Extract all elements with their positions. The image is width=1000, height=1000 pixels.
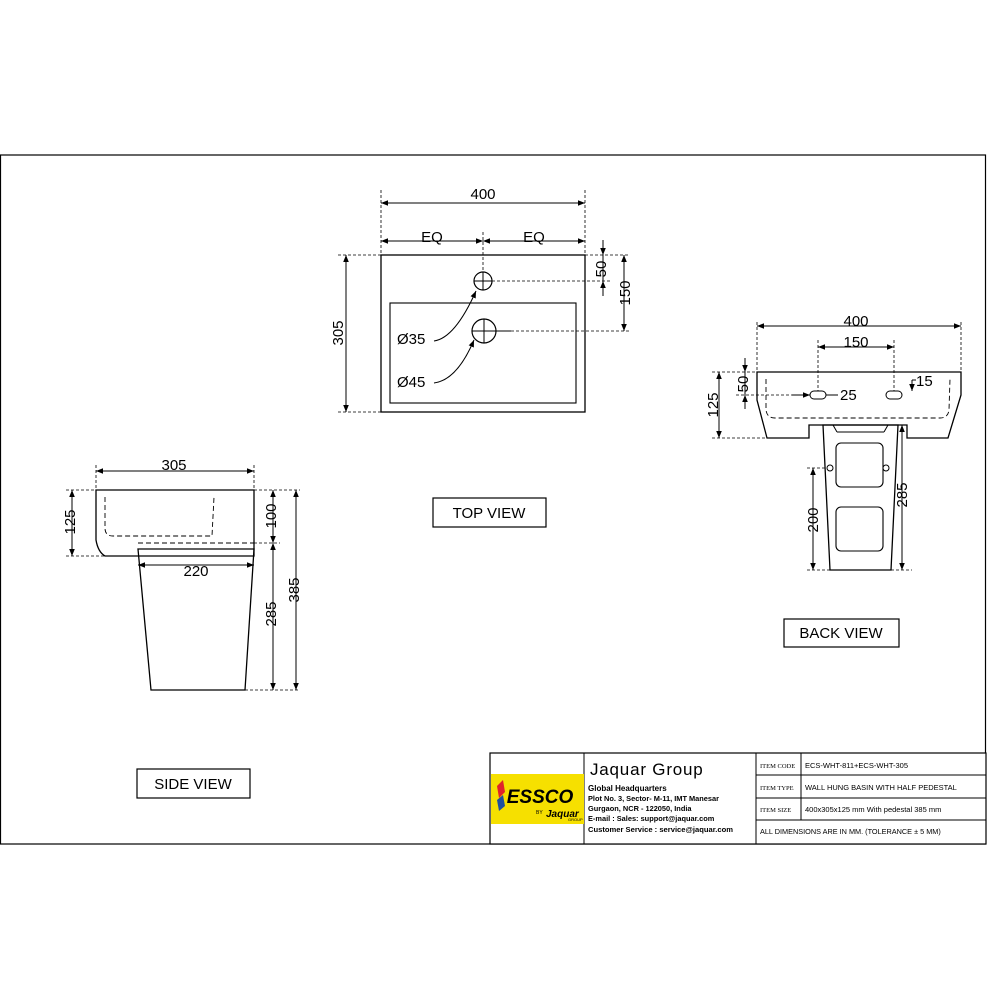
item-code-label: ITEM CODE [760, 763, 795, 770]
side-basin-outline [95, 489, 255, 557]
company-address-1: Plot No. 3, Sector- M-11, IMT Manesar [588, 794, 719, 803]
dimensions-note: ALL DIMENSIONS ARE IN MM. (TOLERANCE ± 5… [760, 827, 941, 836]
dim-top-width: 400 [470, 186, 495, 203]
back-pedestal-hole-left [826, 464, 834, 472]
dim-top-depth: 305 [330, 320, 347, 345]
dim-back-slot-length: 25 [840, 387, 857, 404]
dim-back-pedestal-fixing: 200 [805, 507, 822, 532]
item-type-value: WALL HUNG BASIN WITH HALF PEDESTAL [805, 783, 957, 792]
back-basin-outline [756, 371, 962, 439]
dim-back-fixing-height: 50 [735, 376, 752, 393]
title-block: ESSCO BY Jaquar GROUP Jaquar Group Globa… [489, 752, 987, 845]
dim-waste-offset: 150 [617, 280, 634, 305]
back-pedestal-cutout-lower [835, 506, 884, 552]
back-view: 400 150 125 50 25 15 200 285 [705, 313, 962, 571]
top-view-label: TOP VIEW [453, 505, 527, 522]
side-view: 305 125 100 285 385 220 [62, 457, 303, 691]
dim-eq-right: EQ [523, 229, 545, 246]
company-email: E-mail : Sales: support@jaquar.com [588, 814, 715, 823]
back-fixing-slot-right [885, 390, 903, 400]
back-pedestal-cutout-upper [835, 442, 884, 488]
dim-side-front-height: 100 [263, 503, 280, 528]
back-fixing-slot-left [809, 390, 827, 400]
dim-side-depth: 305 [161, 457, 186, 474]
dim-back-width: 400 [843, 313, 868, 330]
dim-eq-left: EQ [421, 229, 443, 246]
side-view-label-box: SIDE VIEW [136, 768, 251, 799]
logo-group: GROUP [568, 817, 583, 822]
essco-logo: ESSCO BY Jaquar GROUP [491, 774, 584, 824]
company-hq: Global Headquarters [588, 784, 667, 793]
dim-side-pedestal-depth: 220 [183, 563, 208, 580]
dim-side-pedestal-height: 285 [263, 601, 280, 626]
back-view-label-box: BACK VIEW [783, 618, 900, 648]
item-size-label: ITEM SIZE [760, 807, 791, 814]
top-view: 400 EQ EQ 305 50 150 Ø35 Ø45 [330, 186, 634, 413]
dim-side-total-height: 385 [286, 577, 303, 602]
top-view-bowl [389, 302, 577, 404]
dim-back-pedestal-height: 285 [894, 482, 911, 507]
back-pedestal-hole-right [882, 464, 890, 472]
logo-main: ESSCO [507, 787, 574, 808]
back-pedestal [822, 424, 899, 571]
logo-by: BY [536, 810, 543, 816]
logo-brand: Jaquar [546, 809, 580, 820]
side-view-label: SIDE VIEW [154, 776, 232, 793]
waste-hole [471, 318, 511, 344]
top-view-label-box: TOP VIEW [432, 497, 547, 528]
item-code-value: ECS-WHT-811+ECS-WHT-305 [805, 761, 908, 770]
company-name: Jaquar Group [590, 760, 704, 779]
company-address-2: Gurgaon, NCR - 122050, India [588, 804, 692, 813]
back-basin-inner [765, 378, 951, 419]
dim-back-slot-width: 15 [916, 373, 933, 390]
dim-back-basin-height: 125 [705, 392, 722, 417]
dim-waste-hole: Ø45 [397, 374, 425, 391]
company-service: Customer Service : service@jaquar.com [588, 825, 733, 834]
back-view-label: BACK VIEW [799, 625, 883, 642]
dim-tap-hole: Ø35 [397, 331, 425, 348]
item-size-value: 400x305x125 mm With pedestal 385 mm [805, 805, 941, 814]
dim-side-basin-height: 125 [62, 509, 79, 534]
dim-tap-offset: 50 [593, 261, 610, 278]
dim-back-fixing-spacing: 150 [843, 334, 868, 351]
side-basin-inner [104, 496, 215, 537]
tap-hole [473, 271, 493, 291]
item-type-label: ITEM TYPE [760, 785, 794, 792]
